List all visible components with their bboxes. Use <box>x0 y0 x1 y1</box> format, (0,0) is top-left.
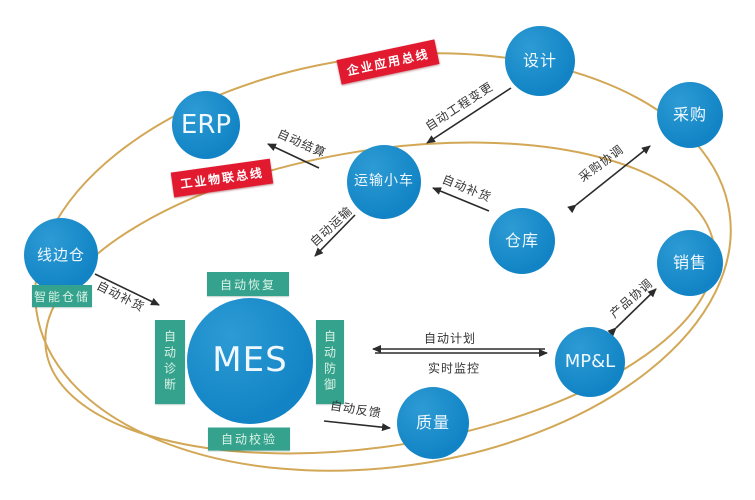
flow-arrows <box>94 87 657 432</box>
arrow-product-coordination <box>607 288 657 337</box>
capability-auto-recovery: 自动恢复 <box>207 272 289 296</box>
flow-realtime-monitoring: 实时监控 <box>427 361 481 376</box>
arrow-auto-feedback <box>323 420 391 432</box>
capability-smart-storage: 智能仓储 <box>32 285 92 307</box>
node-lineside-warehouse: 线边仓 <box>24 218 98 292</box>
node-mpl: MP&L <box>555 327 625 397</box>
node-quality: 质量 <box>397 387 469 459</box>
arrow-auto-replenish-warehouse <box>432 187 490 212</box>
arrow-auto-replenish-lineside <box>94 273 160 306</box>
arrow-purchase-coordination <box>567 145 651 214</box>
node-warehouse: 仓库 <box>489 208 555 274</box>
arrow-auto-engineering-change <box>426 87 512 144</box>
node-mes: MES <box>187 298 313 424</box>
node-design: 设计 <box>505 26 575 96</box>
node-procurement: 采购 <box>657 82 723 148</box>
capability-auto-diagnosis: 自动诊断 <box>155 320 185 404</box>
capability-auto-verification: 自动校验 <box>208 427 290 451</box>
node-erp: ERP <box>172 91 240 159</box>
arrow-auto-transport <box>314 214 356 257</box>
node-sales: 销售 <box>657 230 723 296</box>
node-transport-cart: 运输小车 <box>347 145 421 219</box>
arrow-auto-settlement <box>267 143 320 169</box>
capability-auto-defense: 自动防御 <box>316 320 344 404</box>
flow-auto-planning: 自动计划 <box>423 331 477 346</box>
